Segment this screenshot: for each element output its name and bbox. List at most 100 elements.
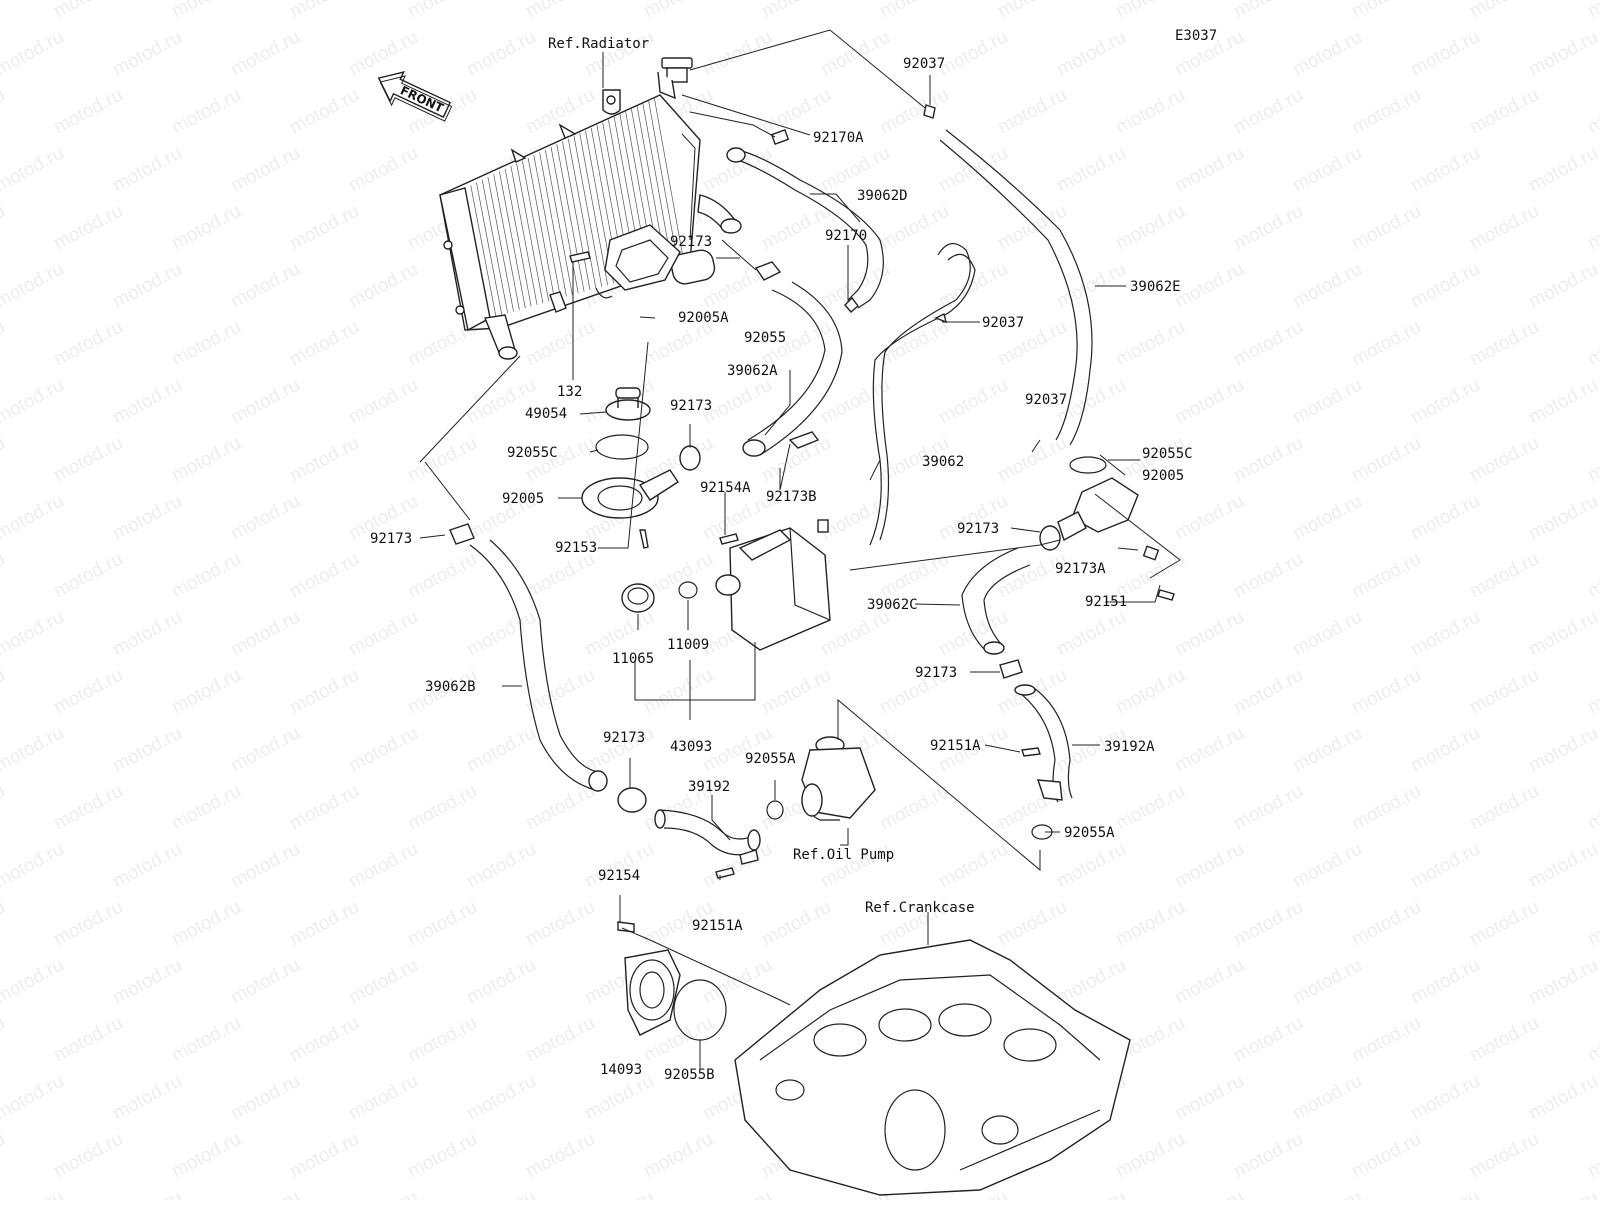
watermark-text: motod.ru bbox=[1407, 491, 1483, 545]
watermark-text: motod.ru bbox=[109, 1071, 185, 1125]
watermark-text: motod.ru bbox=[1053, 955, 1129, 1009]
watermark-text: motod.ru bbox=[1289, 1071, 1365, 1125]
part-92151a-right: 92151A bbox=[930, 738, 981, 754]
watermark-text: motod.ru bbox=[581, 27, 657, 81]
watermark-text: motod.ru bbox=[640, 1129, 716, 1183]
watermark-text: motod.ru bbox=[50, 433, 126, 487]
watermark-text: motod.ru bbox=[1525, 491, 1600, 545]
watermark-text: motod.ru bbox=[227, 839, 303, 893]
watermark-text: motod.ru bbox=[1053, 143, 1129, 197]
part-92173-right: 92173 bbox=[957, 521, 999, 537]
watermark-text: motod.ru bbox=[0, 549, 9, 603]
watermark-text: motod.ru bbox=[168, 317, 244, 371]
watermark-text: motod.ru bbox=[345, 839, 421, 893]
watermark-text: motod.ru bbox=[0, 27, 68, 81]
watermark-text: motod.ru bbox=[1584, 201, 1600, 255]
watermark-text: motod.ru bbox=[522, 0, 598, 22]
part-92005-right: 92005 bbox=[1142, 468, 1184, 484]
hose-39062b bbox=[469, 539, 601, 791]
watermark-text: motod.ru bbox=[1171, 143, 1247, 197]
watermark-text: motod.ru bbox=[1584, 1013, 1600, 1067]
watermark-text: motod.ru bbox=[50, 1129, 126, 1183]
part-92005-left: 92005 bbox=[502, 491, 544, 507]
watermark-text: motod.ru bbox=[345, 27, 421, 81]
part-92173-mid: 92173 bbox=[670, 398, 712, 414]
watermark-text: motod.ru bbox=[227, 259, 303, 313]
watermark-text: motod.ru bbox=[345, 955, 421, 1009]
watermark-text: motod.ru bbox=[1525, 607, 1600, 661]
watermark-text: motod.ru bbox=[0, 839, 68, 893]
watermark-text: motod.ru bbox=[0, 85, 9, 139]
watermark-text: motod.ru bbox=[463, 607, 539, 661]
part-92173b: 92173B bbox=[766, 489, 817, 505]
watermark-text: motod.ru bbox=[463, 1071, 539, 1125]
water-pump bbox=[801, 736, 876, 821]
watermark-text: motod.ru bbox=[876, 201, 952, 255]
watermark-text: motod.ru bbox=[227, 723, 303, 777]
watermark-text: motod.ru bbox=[1112, 85, 1188, 139]
part-92173-lower: 92173 bbox=[603, 730, 645, 746]
watermark-text: motod.ru bbox=[1112, 781, 1188, 835]
watermark-text: motod.ru bbox=[286, 317, 362, 371]
part-39192: 39192 bbox=[688, 779, 730, 795]
watermark-text: motod.ru bbox=[1466, 317, 1542, 371]
watermark-text: motod.ru bbox=[522, 1129, 598, 1183]
watermark-text: motod.ru bbox=[404, 0, 480, 22]
part-92055: 92055 bbox=[744, 330, 786, 346]
watermark-text: motod.ru bbox=[0, 781, 9, 835]
watermark-text: motod.ru bbox=[345, 259, 421, 313]
leader-lines bbox=[419, 29, 1181, 1068]
watermark-text: motod.ru bbox=[1525, 143, 1600, 197]
watermark-text: motod.ru bbox=[1584, 433, 1600, 487]
part-92154: 92154 bbox=[598, 868, 640, 884]
ref-radiator: Ref.Radiator bbox=[548, 36, 649, 52]
watermark-text: motod.ru bbox=[1171, 1187, 1247, 1200]
part-39062e: 39062E bbox=[1130, 279, 1181, 295]
part-49054: 49054 bbox=[525, 406, 567, 422]
watermark-text: motod.ru bbox=[404, 897, 480, 951]
reservoir-tank bbox=[715, 519, 831, 651]
watermark-text: motod.ru bbox=[1348, 897, 1424, 951]
watermark-text: motod.ru bbox=[50, 665, 126, 719]
watermark-text: motod.ru bbox=[109, 143, 185, 197]
watermark-text: motod.ru bbox=[994, 0, 1070, 22]
watermark-text: motod.ru bbox=[1230, 781, 1306, 835]
watermark-text: motod.ru bbox=[1466, 665, 1542, 719]
watermark-text: motod.ru bbox=[640, 0, 716, 22]
watermark-text: motod.ru bbox=[1584, 897, 1600, 951]
watermark-text: motod.ru bbox=[1584, 0, 1600, 22]
watermark-text: motod.ru bbox=[345, 143, 421, 197]
watermark-text: motod.ru bbox=[1112, 201, 1188, 255]
watermark-text: motod.ru bbox=[758, 897, 834, 951]
watermark-text: motod.ru bbox=[0, 201, 9, 255]
watermark-text: motod.ru bbox=[1348, 665, 1424, 719]
watermark-text: motod.ru bbox=[286, 781, 362, 835]
watermark-text: motod.ru bbox=[1348, 1013, 1424, 1067]
watermark-text: motod.ru bbox=[50, 897, 126, 951]
watermark-text: motod.ru bbox=[1466, 85, 1542, 139]
watermark-text: motod.ru bbox=[1289, 375, 1365, 429]
watermark-text: motod.ru bbox=[0, 607, 68, 661]
watermark-text: motod.ru bbox=[404, 1013, 480, 1067]
watermark-text: motod.ru bbox=[1171, 491, 1247, 545]
part-39062b: 39062B bbox=[425, 679, 476, 695]
watermark-text: motod.ru bbox=[1407, 607, 1483, 661]
watermark-text: motod.ru bbox=[581, 1071, 657, 1125]
watermark-text: motod.ru bbox=[1407, 955, 1483, 1009]
watermark-text: motod.ru bbox=[109, 723, 185, 777]
watermark-text: motod.ru bbox=[1230, 0, 1306, 22]
watermark-text: motod.ru bbox=[1407, 143, 1483, 197]
watermark-text: motod.ru bbox=[227, 1071, 303, 1125]
watermark-text: motod.ru bbox=[109, 27, 185, 81]
watermark-text: motod.ru bbox=[109, 955, 185, 1009]
watermark-text: motod.ru bbox=[0, 1129, 9, 1183]
watermark-text: motod.ru bbox=[0, 1187, 68, 1200]
watermark-text: motod.ru bbox=[0, 955, 68, 1009]
watermark-text: motod.ru bbox=[168, 897, 244, 951]
watermark-text: motod.ru bbox=[463, 1187, 539, 1200]
watermark-text: motod.ru bbox=[1230, 1013, 1306, 1067]
watermark-text: motod.ru bbox=[109, 1187, 185, 1200]
watermark-text: motod.ru bbox=[345, 723, 421, 777]
watermark-text: motod.ru bbox=[168, 0, 244, 22]
watermark-text: motod.ru bbox=[1289, 143, 1365, 197]
